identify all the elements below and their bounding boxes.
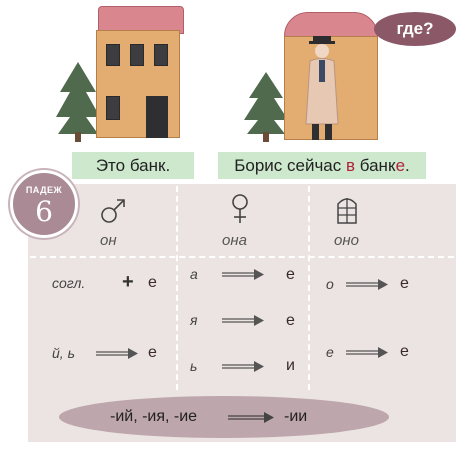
neuter-rule-2-to: е xyxy=(400,343,409,360)
row-divider xyxy=(30,256,454,258)
fir-tree-icon xyxy=(56,62,100,142)
special-rule-from: -ий, -ия, -ие xyxy=(110,408,198,425)
caption-bank: Это банк. xyxy=(72,152,194,179)
arrow-icon xyxy=(228,412,274,423)
arrow-icon xyxy=(346,347,388,358)
caption-preposition: в xyxy=(345,156,356,175)
case-label: ПАДЕЖ xyxy=(25,185,63,195)
special-rule-pill xyxy=(59,396,389,438)
column-divider xyxy=(308,186,310,390)
feminine-rule-3-to: и xyxy=(286,357,295,374)
feminine-rule-1-from: а xyxy=(190,266,198,282)
caption-boris-prefix: Борис сейчас xyxy=(234,156,346,175)
masculine-rule-1-to: е xyxy=(148,274,157,291)
masculine-rule-1-from: согл. xyxy=(52,275,86,291)
masculine-rule-2-from: й, ь xyxy=(52,345,75,361)
neuter-rule-1-from: о xyxy=(326,276,334,292)
neuter-rule-1-to: е xyxy=(400,275,409,292)
boris-illustration xyxy=(240,0,380,150)
plus-sign: + xyxy=(122,271,134,293)
arrow-icon xyxy=(222,269,264,280)
feminine-rule-2-to: е xyxy=(286,312,295,329)
gender-masculine: он xyxy=(100,232,117,249)
caption-word-stem: банк xyxy=(359,156,396,175)
arrow-icon xyxy=(222,315,264,326)
gender-neuter: оно xyxy=(334,232,359,249)
caption-period: . xyxy=(405,156,410,175)
case-badge: ПАДЕЖ 6 xyxy=(10,170,78,238)
feminine-rule-1-to: е xyxy=(286,266,295,283)
where-question-bubble: где? xyxy=(374,12,456,46)
male-symbol-icon xyxy=(101,199,125,223)
arrow-icon xyxy=(346,279,388,290)
bank-illustration xyxy=(50,0,190,150)
caption-boris: Борис сейчас в банке. xyxy=(218,152,426,179)
arrow-icon xyxy=(96,348,138,359)
man-figure xyxy=(305,36,339,140)
case-number: 6 xyxy=(35,195,53,228)
arrow-icon xyxy=(222,361,264,372)
neuter-rule-2-from: е xyxy=(326,344,334,360)
female-symbol-icon xyxy=(232,194,248,223)
caption-word-ending: е xyxy=(395,156,406,175)
special-rule-to: -ии xyxy=(284,408,308,425)
neuter-window-icon xyxy=(337,198,357,224)
caption-bank-text: Это банк. xyxy=(95,156,171,175)
gender-feminine: она xyxy=(222,232,247,249)
column-divider xyxy=(176,186,178,390)
fir-tree-icon xyxy=(244,72,288,142)
masculine-rule-2-to: е xyxy=(148,344,157,361)
feminine-rule-3-from: ь xyxy=(190,358,198,374)
feminine-rule-2-from: я xyxy=(190,312,198,328)
